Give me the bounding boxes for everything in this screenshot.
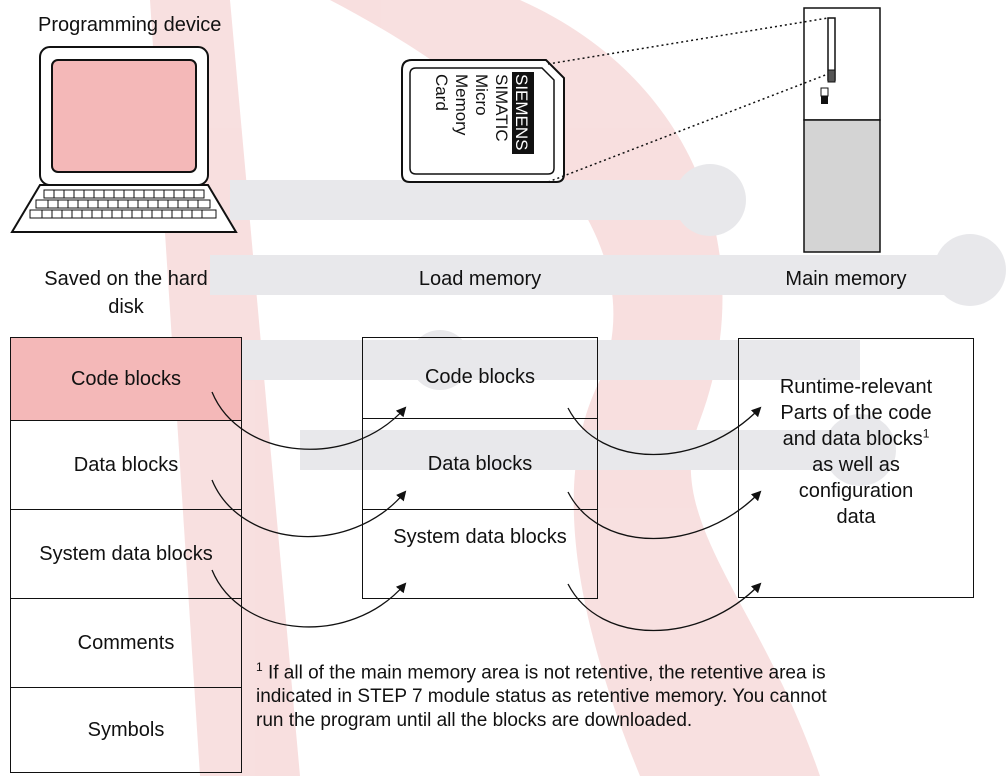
footnote-line2: indicated in STEP 7 module status as ret…	[256, 686, 827, 708]
arrow-data-to-load	[211, 479, 407, 538]
footnote-marker: 1	[256, 660, 263, 674]
main-memory-text-line2: Parts of the code	[780, 402, 932, 424]
card-line1-label: SIMATIC	[492, 74, 511, 142]
arrow-code-to-load	[211, 391, 407, 450]
hard-disk-cell-label: Code blocks	[70, 367, 182, 390]
card-line4-label: Card	[432, 74, 451, 111]
load-memory-cell-label: System data blocks	[393, 526, 567, 548]
main-memory-text-line6: data	[836, 506, 876, 528]
card-line2-label: Micro	[472, 74, 491, 116]
footnote-line1-text: If all of the main memory area is not re…	[267, 662, 826, 684]
hard-disk-cell-code-blocks: Code blocks	[10, 337, 242, 421]
main-memory-text-line4: as well as	[812, 454, 900, 476]
card-line3-label: Memory	[452, 74, 471, 136]
card-brand-label: SIEMENS	[512, 74, 531, 151]
arrow-code-to-main	[567, 406, 762, 455]
footnote: 1 If all of the main memory area is not …	[256, 655, 986, 733]
programming-device-icon	[10, 46, 238, 233]
arrow-system-to-load	[211, 569, 407, 628]
main-memory-text-line3-main: and data blocks	[782, 428, 923, 450]
load-memory-cell-system-data-blocks: System data blocks	[362, 509, 598, 599]
main-memory-box	[738, 338, 974, 598]
footnote-line1: 1 If all of the main memory area is not …	[256, 655, 986, 685]
main-memory-text-line1: Runtime-relevant	[779, 376, 933, 398]
main-memory-text-line5: configuration	[798, 480, 914, 502]
main-memory-label: Main memory	[785, 268, 907, 290]
load-memory-cell-label: Code blocks	[424, 366, 536, 388]
footnote-line3: run the program until all the blocks are…	[256, 710, 693, 732]
hard-disk-label-line1: Saved on the hard	[44, 268, 208, 290]
hard-disk-cell-label: System data blocks	[39, 542, 213, 565]
arrow-system-to-main	[567, 582, 762, 631]
hard-disk-cell-label: Symbols	[87, 718, 165, 741]
memory-card-icon	[401, 59, 565, 183]
main-memory-text-line3: and data blocks1	[738, 426, 974, 452]
card-slot-connector	[547, 17, 829, 183]
arrow-data-to-main	[567, 490, 762, 539]
hard-disk-label-line2: disk	[108, 296, 144, 318]
hard-disk-cell-symbols: Symbols	[10, 687, 242, 773]
load-memory-cell-label: Data blocks	[427, 452, 533, 475]
hard-disk-cell-label: Comments	[77, 631, 175, 654]
programming-device-label: Programming device	[38, 14, 222, 36]
cpu-module-icon	[803, 7, 881, 253]
hard-disk-cell-label: Data blocks	[73, 453, 179, 476]
footnote-ref-marker: 1	[922, 426, 930, 441]
load-memory-label: Load memory	[418, 268, 542, 290]
